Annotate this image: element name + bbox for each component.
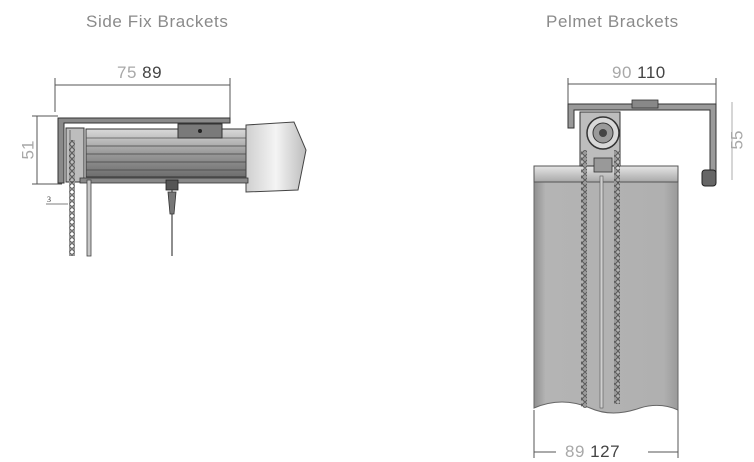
side-width-label: 75 89 [117, 63, 162, 83]
side-hanging-rod [86, 179, 92, 257]
side-fix-drawing [32, 78, 307, 257]
pelmet-bracket-knob [701, 169, 717, 187]
side-width-large: 89 [142, 63, 163, 82]
pelmet-top-small: 90 [612, 63, 632, 82]
side-height-label: 51 [18, 140, 38, 160]
side-end-cap [245, 121, 307, 193]
pelmet-fabric [533, 169, 679, 414]
pelmet-top-large: 110 [637, 63, 666, 82]
pelmet-height-label: 55 [727, 130, 747, 150]
pelmet-bottom-label: 89 127 [565, 442, 620, 462]
pelmet-top-label: 90 110 [609, 63, 669, 83]
pelmet-bottom-small: 89 [565, 442, 585, 461]
side-offset-label: 3 [47, 195, 51, 204]
side-bottom-rail [79, 177, 249, 184]
pelmet-chain-left [581, 150, 587, 408]
side-width-small: 75 [117, 63, 137, 82]
pelmet-bottom-large: 127 [590, 442, 621, 461]
pelmet-bracket-arm [567, 103, 717, 177]
pelmet-chain-right [614, 150, 620, 404]
side-fix-title: Side Fix Brackets [86, 12, 229, 31]
pelmet-drawing [533, 78, 733, 458]
pelmet-title: Pelmet Brackets [546, 12, 679, 31]
side-chain [69, 140, 75, 256]
side-l-bracket [57, 117, 231, 184]
